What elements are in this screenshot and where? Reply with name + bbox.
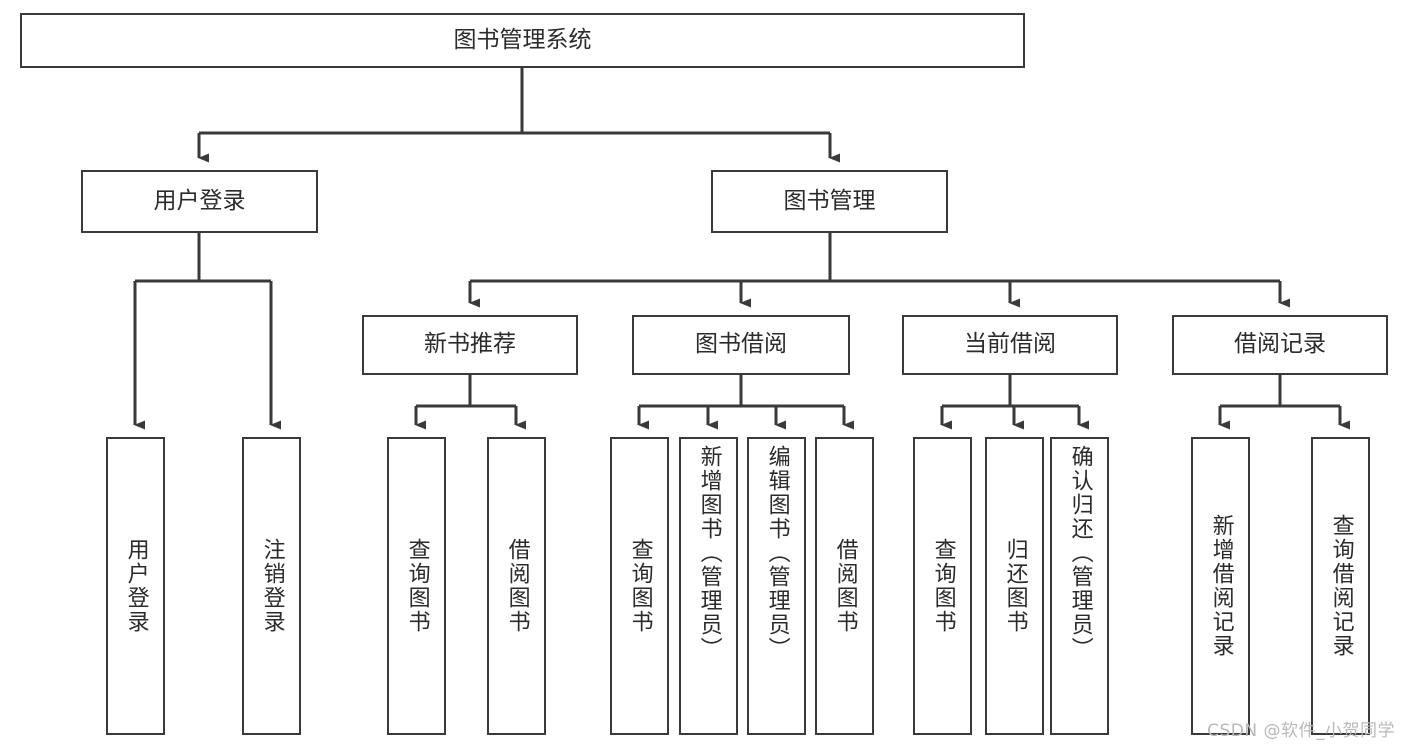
leaf-node-user-login[interactable]: 用户登录 (106, 437, 165, 735)
node-book-management-label: 图书管理 (783, 187, 876, 214)
leaf-node-query-book-recommend[interactable]: 查询图书 (387, 437, 446, 735)
leaf-node-query-book-current-label: 查询图书 (930, 538, 956, 634)
node-user-login-label: 用户登录 (153, 187, 246, 214)
leaf-node-confirm-return[interactable]: 确认归还（管理员） (1050, 437, 1109, 735)
leaf-node-edit-book-label: 编辑图书（管理员） (764, 445, 790, 661)
leaf-node-add-borrow-record[interactable]: 新增借阅记录 (1191, 437, 1250, 735)
leaf-node-user-logout[interactable]: 注销登录 (242, 437, 301, 735)
leaf-node-borrow-book[interactable]: 借阅图书 (815, 437, 874, 735)
leaf-node-query-book-recommend-label: 查询图书 (404, 538, 430, 634)
leaf-node-return-book[interactable]: 归还图书 (985, 437, 1044, 735)
leaf-node-query-book-current[interactable]: 查询图书 (913, 437, 972, 735)
leaf-node-user-logout-label: 注销登录 (259, 538, 285, 634)
csdn-watermark: CSDN @软件_小贺同学 (1207, 721, 1395, 741)
leaf-node-query-borrow-record[interactable]: 查询借阅记录 (1311, 437, 1370, 735)
leaf-node-borrow-book-label: 借阅图书 (832, 538, 858, 634)
leaf-node-query-borrow-record-label: 查询借阅记录 (1328, 514, 1354, 658)
node-book-borrow-label: 图书借阅 (695, 331, 787, 358)
leaf-node-return-book-label: 归还图书 (1002, 538, 1028, 634)
leaf-node-borrow-book-recommend-label: 借阅图书 (504, 538, 530, 634)
node-book-borrow[interactable]: 图书借阅 (632, 315, 850, 375)
leaf-node-edit-book[interactable]: 编辑图书（管理员） (747, 437, 806, 735)
leaf-node-query-book-borrow-label: 查询图书 (627, 538, 653, 634)
leaf-node-add-book[interactable]: 新增图书（管理员） (679, 437, 738, 735)
node-root-label: 图书管理系统 (453, 26, 592, 53)
leaf-node-user-login-label: 用户登录 (123, 538, 149, 634)
leaf-node-borrow-book-recommend[interactable]: 借阅图书 (487, 437, 546, 735)
node-borrow-record[interactable]: 借阅记录 (1172, 315, 1388, 375)
node-current-borrow[interactable]: 当前借阅 (902, 315, 1118, 375)
node-user-login[interactable]: 用户登录 (81, 170, 318, 233)
node-borrow-record-label: 借阅记录 (1234, 331, 1326, 358)
leaf-node-confirm-return-label: 确认归还（管理员） (1067, 445, 1093, 661)
node-new-book-recommend[interactable]: 新书推荐 (362, 315, 578, 375)
node-book-management[interactable]: 图书管理 (711, 170, 948, 233)
node-current-borrow-label: 当前借阅 (964, 331, 1056, 358)
leaf-node-add-book-label: 新增图书（管理员） (696, 445, 722, 661)
leaf-node-query-book-borrow[interactable]: 查询图书 (610, 437, 669, 735)
node-root[interactable]: 图书管理系统 (20, 13, 1025, 68)
node-new-book-recommend-label: 新书推荐 (424, 331, 516, 358)
leaf-node-add-borrow-record-label: 新增借阅记录 (1208, 514, 1234, 658)
